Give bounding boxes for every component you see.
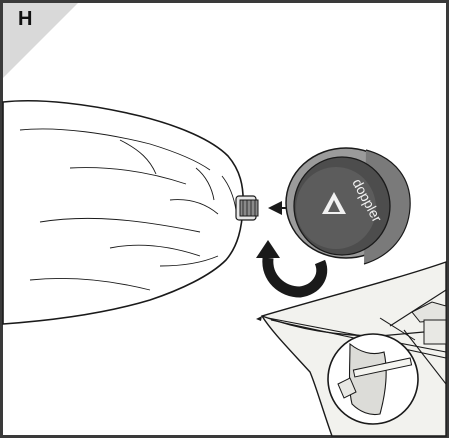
step-label: H xyxy=(18,9,32,29)
detail-inset xyxy=(328,334,418,424)
